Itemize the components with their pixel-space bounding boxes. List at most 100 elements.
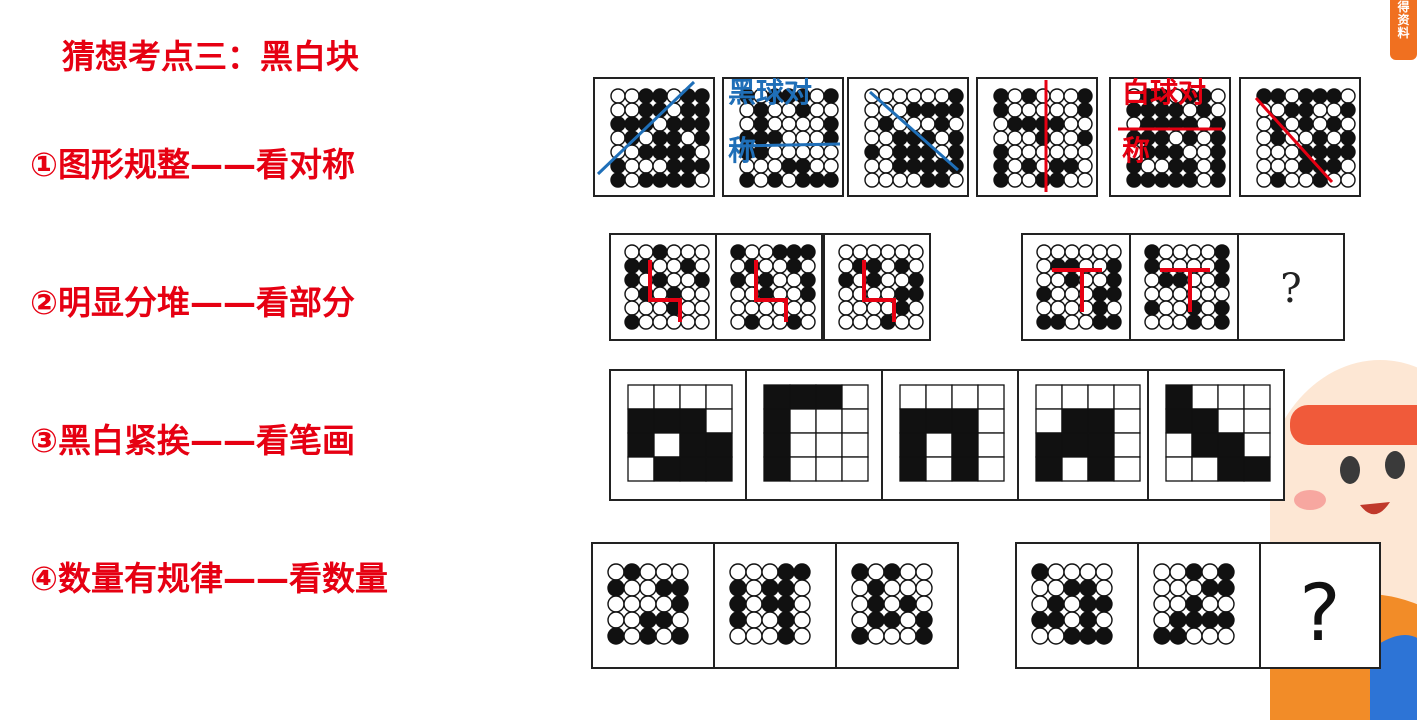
grid-dot: [624, 116, 640, 132]
grouping-grid-5: [1144, 244, 1230, 330]
grid-dot: [867, 595, 885, 613]
count-grid-5: [1153, 563, 1235, 645]
grid-dot: [680, 300, 696, 316]
grid-dot: [777, 595, 795, 613]
grouping-red-path-2: [754, 260, 788, 322]
grid-dot: [1021, 130, 1037, 146]
grid-dot: [1106, 300, 1122, 316]
grid-dot: [671, 579, 689, 597]
grid-dot: [867, 563, 885, 581]
grid-dot: [838, 244, 854, 260]
grouping-grid-2: [730, 244, 816, 330]
grid-dot: [730, 300, 746, 316]
grid-dot: [1079, 595, 1097, 613]
grid-dot: [1049, 130, 1065, 146]
grid-cell: [679, 456, 707, 482]
grid-dot: [894, 258, 910, 274]
grid-dot: [920, 102, 936, 118]
grid-dot: [1340, 172, 1356, 188]
grid-dot: [624, 244, 640, 260]
grid-cell: [899, 408, 927, 434]
grid-dot: [745, 611, 763, 629]
grid-cell: [1243, 432, 1271, 458]
grid-dot: [1270, 158, 1286, 174]
grid-dot: [753, 116, 769, 132]
grid-dot: [1169, 595, 1187, 613]
grid-dot: [915, 611, 933, 629]
stroke-grid-3: [899, 384, 1005, 482]
grid-dot: [1168, 172, 1184, 188]
grid-dot: [800, 244, 816, 260]
grouping-red-path-3: [862, 260, 896, 322]
grid-dot: [915, 563, 933, 581]
grid-dot: [1185, 579, 1203, 597]
grid-dot: [680, 144, 696, 160]
grid-dot: [838, 314, 854, 330]
grid-cell: [977, 408, 1005, 434]
grid-dot: [1158, 314, 1174, 330]
page-title: 猜想考点三：黑白块: [62, 37, 359, 76]
grid-dot: [671, 563, 689, 581]
grid-dot: [610, 172, 626, 188]
grid-dot: [1077, 88, 1093, 104]
grid-dot: [1217, 563, 1235, 581]
grid-dot: [1284, 116, 1300, 132]
grid-dot: [607, 611, 625, 629]
grid-dot: [1186, 314, 1202, 330]
grid-dot: [744, 300, 760, 316]
grid-dot: [878, 172, 894, 188]
grid-dot: [1064, 300, 1080, 316]
grid-dot: [1200, 314, 1216, 330]
grid-dot: [892, 172, 908, 188]
grid-dot: [1140, 172, 1156, 188]
grid-dot: [671, 595, 689, 613]
grid-dot: [1172, 244, 1188, 260]
grid-dot: [1049, 88, 1065, 104]
grid-dot: [1106, 286, 1122, 302]
grid-dot: [1298, 130, 1314, 146]
grid-cell: [679, 432, 707, 458]
grid-dot: [793, 611, 811, 629]
count-grid-1: [607, 563, 689, 645]
grid-cell: [1217, 432, 1245, 458]
grid-dot: [851, 563, 869, 581]
grid-dot: [1196, 172, 1212, 188]
grid-dot: [694, 116, 710, 132]
grid-cell: [925, 384, 953, 410]
grid-cell: [1191, 456, 1219, 482]
grid-dot: [993, 88, 1009, 104]
grid-dot: [655, 627, 673, 645]
grid-dot: [1049, 172, 1065, 188]
download-badge[interactable]: 得 资 料: [1390, 0, 1417, 60]
row-4-count-figures: ?: [591, 542, 1381, 669]
grid-dot: [1172, 272, 1188, 288]
grid-dot: [809, 172, 825, 188]
grid-dot: [993, 102, 1009, 118]
grid-dot: [694, 102, 710, 118]
grid-dot: [638, 314, 654, 330]
grid-dot: [1256, 158, 1272, 174]
grid-dot: [1154, 158, 1170, 174]
grid-dot: [639, 563, 657, 581]
symmetry-grid-2: [739, 88, 839, 188]
grid-dot: [767, 172, 783, 188]
stroke-grid-5: [1165, 384, 1271, 482]
grid-dot: [1077, 172, 1093, 188]
grid-dot: [1007, 102, 1023, 118]
grid-dot: [786, 272, 802, 288]
grid-dot: [1035, 158, 1051, 174]
grid-cell: [1087, 456, 1115, 482]
grid-cell: [841, 432, 869, 458]
grid-dot: [1144, 258, 1160, 274]
grid-dot: [607, 627, 625, 645]
symmetry-grid-1: [610, 88, 710, 188]
grid-dot: [1047, 611, 1065, 629]
grid-dot: [1185, 611, 1203, 629]
grid-dot: [1144, 314, 1160, 330]
grid-cell: [1113, 432, 1141, 458]
grid-dot: [761, 595, 779, 613]
grid-dot: [652, 272, 668, 288]
grid-dot: [1092, 300, 1108, 316]
grid-dot: [894, 314, 910, 330]
grid-dot: [908, 258, 924, 274]
